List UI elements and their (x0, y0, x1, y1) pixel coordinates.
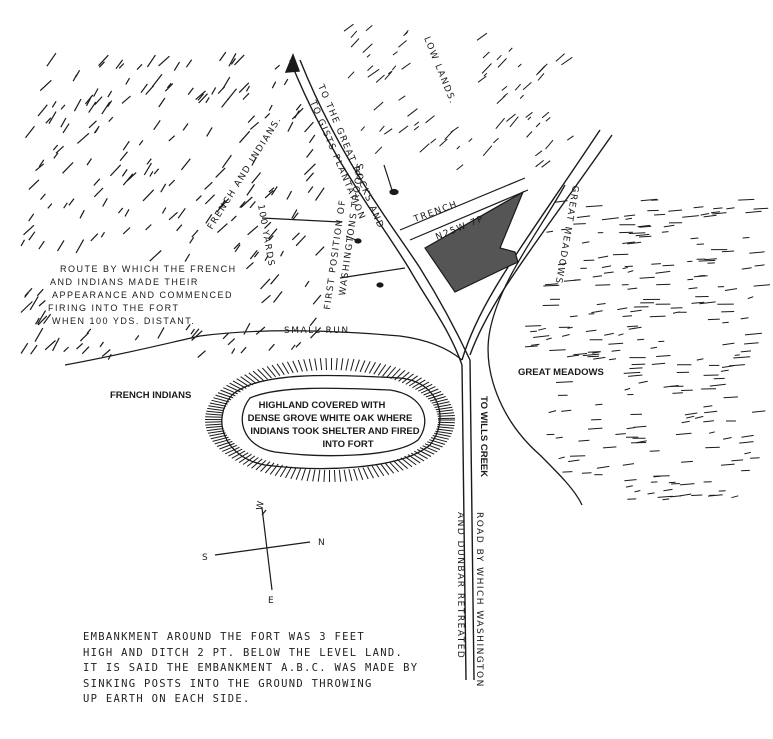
label-small-run: SMALL RUN (284, 326, 350, 336)
highland-contours (221, 374, 441, 470)
label-french-and-indians: FRENCH AND INDIANS. (206, 115, 284, 232)
caption: EMBANKMENT AROUND THE FORT WAS 3 FEET HI… (83, 630, 443, 708)
caption-line: HIGH AND DITCH 2 PT. BELOW THE LEVEL LAN… (83, 646, 404, 659)
svg-text:HIGHLAND COVERED WITH: HIGHLAND COVERED WITH (259, 400, 386, 411)
north-arrow-road (284, 52, 301, 73)
label-low-lands: LOW LANDS. (421, 35, 457, 106)
small-run-stream (64, 330, 463, 366)
svg-text:WHEN 100 YDS. DISTANT.: WHEN 100 YDS. DISTANT. (52, 316, 195, 326)
label-french-indians: FRENCH INDIANS (110, 390, 191, 401)
svg-text:AND INDIANS MADE THEIR: AND INDIANS MADE THEIR (50, 277, 199, 287)
svg-text:APPEARANCE AND COMMENCED: APPEARANCE AND COMMENCED (52, 290, 233, 300)
compass-rose (214, 507, 311, 591)
svg-text:ROUTE BY WHICH THE FRENCH: ROUTE BY WHICH THE FRENCH (60, 264, 237, 274)
hill-hatching (20, 51, 325, 360)
label-road-2: AND DUNBAR RETREATED (455, 512, 465, 659)
label-trench: TRENCH (412, 200, 460, 226)
lowland-hatching (343, 23, 574, 171)
svg-text:DENSE GROVE WHITE OAK WHERE: DENSE GROVE WHITE OAK WHERE (248, 413, 413, 424)
compass-e: E (268, 596, 275, 606)
meadow-hatching (524, 198, 771, 501)
compass-w: W (255, 499, 267, 511)
svg-text:FIRING INTO THE FORT: FIRING INTO THE FORT (48, 303, 180, 313)
label-road-1: ROAD BY WHICH WASHINGTON (474, 512, 484, 688)
route-description: ROUTE BY WHICH THE FRENCH AND INDIANS MA… (48, 264, 237, 326)
caption-line: EMBANKMENT AROUND THE FORT WAS 3 FEET (83, 631, 365, 643)
first-position-markers (261, 164, 406, 288)
svg-text:INTO FORT: INTO FORT (322, 439, 373, 450)
label-to-wills-creek: TO WILLS CREEK (478, 396, 489, 477)
caption-line: UP EARTH ON EACH SIDE. (83, 693, 251, 705)
highland-description: HIGHLAND COVERED WITH DENSE GROVE WHITE … (248, 400, 420, 450)
label-great-meadows: GREAT MEADOWS (518, 367, 604, 378)
roads (289, 59, 613, 681)
compass-s: S (202, 553, 209, 563)
svg-text:INDIANS TOOK SHELTER AND FIRED: INDIANS TOOK SHELTER AND FIRED (250, 426, 419, 437)
fort (424, 190, 525, 293)
road-to-wills-creek (461, 364, 467, 681)
trench (399, 177, 529, 241)
compass-n: N (318, 538, 326, 548)
meadow-creek (487, 184, 583, 506)
road-to-great-rocks (289, 59, 463, 366)
caption-line: IT IS SAID THE EMBANKMENT A.B.C. WAS MAD… (83, 662, 419, 674)
road-northeast (461, 129, 601, 361)
caption-line: SINKING POSTS INTO THE GROUND THROWING (83, 677, 373, 690)
